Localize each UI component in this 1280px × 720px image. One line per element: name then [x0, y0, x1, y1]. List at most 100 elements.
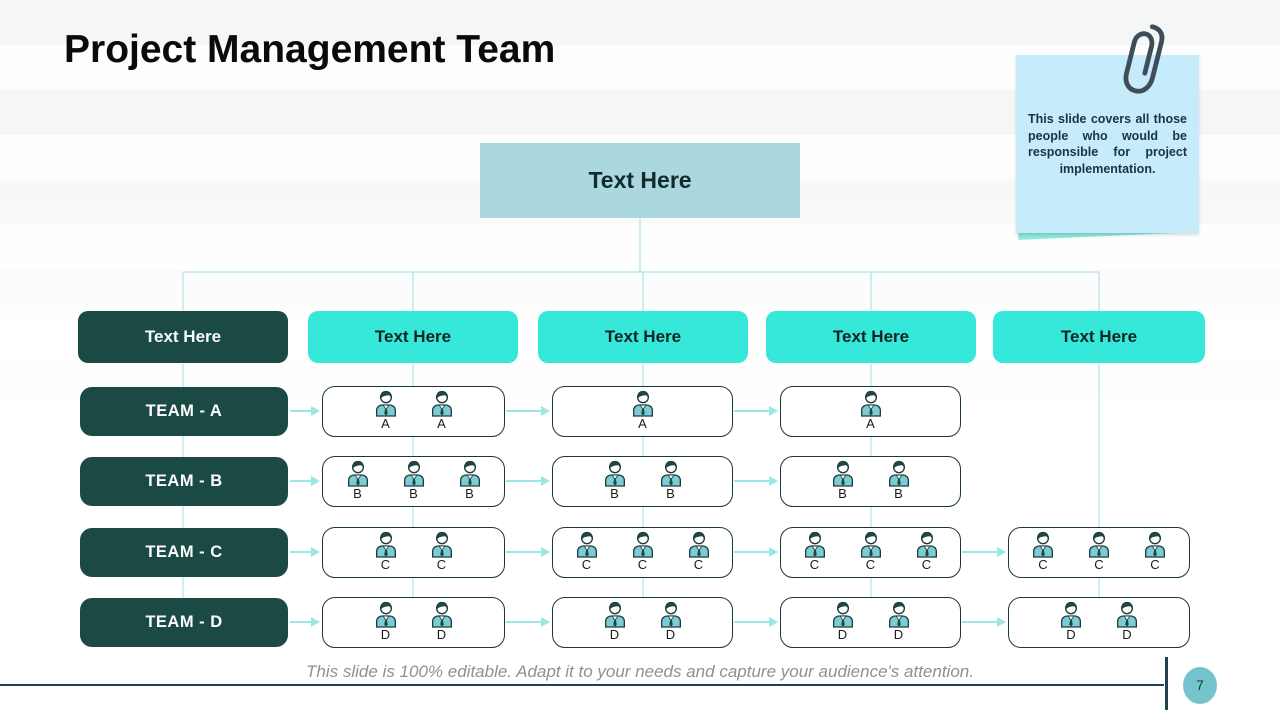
person-icon [632, 390, 653, 417]
footer-vertical-line [1165, 657, 1168, 710]
team-member: C [914, 530, 940, 577]
team-member: D [830, 600, 856, 647]
person-icon [576, 531, 597, 558]
team-member: B [457, 459, 483, 506]
person-icon [347, 460, 368, 487]
team-member: D [1058, 600, 1084, 647]
person-icon [860, 390, 881, 417]
team-member: D [429, 600, 455, 647]
team-member: D [1114, 600, 1140, 647]
person-icon [1061, 601, 1081, 628]
member-label: A [437, 416, 446, 431]
person-icon [604, 460, 625, 487]
team-member: D [658, 600, 684, 647]
person-icon [403, 460, 424, 487]
person-icon [832, 601, 853, 628]
team-member: B [658, 459, 684, 506]
member-box[interactable]: A [552, 386, 733, 437]
team-button-1[interactable]: TEAM - A [80, 387, 288, 436]
team-member: B [401, 459, 427, 506]
member-label: B [610, 486, 619, 501]
member-label: D [609, 627, 620, 642]
footer-note: This slide is 100% editable. Adapt it to… [306, 662, 974, 681]
member-label: B [409, 486, 418, 501]
team-member: A [429, 389, 455, 436]
member-label: D [1122, 627, 1132, 642]
team-member: D [373, 600, 399, 647]
team-member: B [602, 459, 628, 506]
team-button-2[interactable]: TEAM - B [80, 457, 288, 506]
person-icon [1145, 531, 1165, 558]
page-number-badge[interactable]: 7 [1183, 667, 1217, 704]
person-icon [632, 531, 653, 558]
member-label: C [436, 557, 447, 572]
paperclip-icon [1123, 24, 1165, 94]
person-icon [431, 531, 452, 558]
person-icon [1117, 601, 1137, 628]
person-icon [604, 601, 625, 628]
member-label: B [838, 486, 847, 501]
team-member: A [630, 389, 656, 436]
person-icon [660, 601, 681, 628]
team-member: B [830, 459, 856, 506]
member-label: A [638, 416, 647, 431]
team-member: C [858, 530, 884, 577]
column-header-2[interactable]: Text Here [308, 311, 518, 363]
team-member: A [373, 389, 399, 436]
member-label: C [809, 557, 820, 572]
person-icon [860, 531, 881, 558]
team-member: C [686, 530, 712, 577]
member-label: D [1066, 627, 1076, 642]
team-button-3[interactable]: TEAM - C [80, 528, 288, 577]
person-icon [375, 531, 396, 558]
sticky-note[interactable]: This slide covers all those people who w… [1016, 55, 1199, 233]
member-label: C [921, 557, 932, 572]
root-text-box[interactable]: Text Here [480, 143, 800, 218]
team-member: D [886, 600, 912, 647]
member-label: C [380, 557, 391, 572]
team-button-4[interactable]: TEAM - D [80, 598, 288, 647]
member-label: A [866, 416, 875, 431]
person-icon [660, 460, 681, 487]
column-header-1[interactable]: Text Here [78, 311, 288, 363]
team-member: C [1142, 530, 1168, 577]
person-icon [431, 601, 452, 628]
person-icon [431, 390, 452, 417]
member-label: C [1150, 557, 1160, 572]
member-label: C [1038, 557, 1048, 572]
team-member: D [602, 600, 628, 647]
column-header-5[interactable]: Text Here [993, 311, 1205, 363]
team-member: C [630, 530, 656, 577]
column-header-4[interactable]: Text Here [766, 311, 976, 363]
member-box[interactable]: A [780, 386, 961, 437]
team-member: C [429, 530, 455, 577]
member-label: C [637, 557, 648, 572]
column-header-3[interactable]: Text Here [538, 311, 748, 363]
member-label: B [894, 486, 903, 501]
member-label: C [581, 557, 592, 572]
person-icon [832, 460, 853, 487]
person-icon [804, 531, 825, 558]
slide-title: Project Management Team [64, 28, 556, 71]
member-label: D [893, 627, 904, 642]
person-icon [375, 601, 396, 628]
person-icon [459, 460, 480, 487]
person-icon [1089, 531, 1109, 558]
person-icon [688, 531, 709, 558]
person-icon [375, 390, 396, 417]
team-member: C [373, 530, 399, 577]
member-label: D [436, 627, 447, 642]
